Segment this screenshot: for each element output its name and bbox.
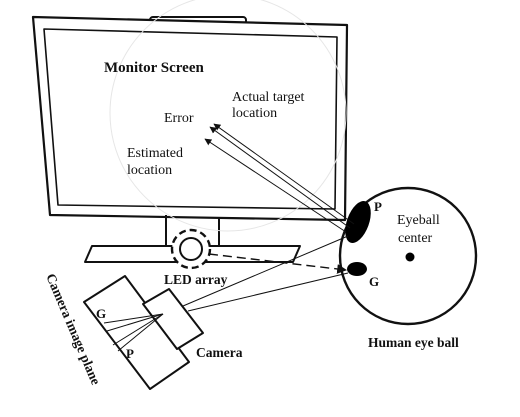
camera-image-plane xyxy=(83,275,190,390)
camera-body xyxy=(142,288,204,350)
proj-line-4 xyxy=(117,313,164,352)
gaze-line-estimated xyxy=(204,138,347,233)
label-eyeball-center-1: Eyeball xyxy=(397,213,440,228)
image-plane-rect xyxy=(83,275,190,390)
label-pupil-eye: P xyxy=(374,199,382,214)
eyeball xyxy=(338,186,478,326)
camera-rays xyxy=(182,235,349,312)
camera-lens-box xyxy=(142,288,204,350)
proj-line-2 xyxy=(106,313,164,332)
proj-line-3 xyxy=(112,313,164,346)
led-to-glint-dashed xyxy=(208,253,347,274)
monitor-inner-screen xyxy=(43,28,338,210)
monitor xyxy=(31,15,349,263)
label-camera: Camera xyxy=(196,345,243,360)
led-array-inner-ring xyxy=(179,237,203,261)
label-actual-target-1: Actual target xyxy=(232,90,305,105)
eyeball-center-dot xyxy=(405,252,415,262)
label-led-array: LED array xyxy=(164,272,228,287)
label-human-eye-ball: Human eye ball xyxy=(368,335,459,350)
label-glint-eye: G xyxy=(369,274,379,289)
label-error: Error xyxy=(164,111,194,126)
label-eyeball-center-2: center xyxy=(398,231,433,246)
led-array xyxy=(170,228,212,270)
gaze-line-actual xyxy=(213,123,355,225)
label-pupil-plane: P xyxy=(126,346,134,361)
ray-glint-to-camera xyxy=(187,272,349,312)
gaze-line-error xyxy=(209,126,351,229)
label-actual-target-2: location xyxy=(232,106,277,121)
proj-line-1 xyxy=(103,313,164,324)
faint-guide-circle xyxy=(109,0,347,232)
projection-lines xyxy=(103,313,164,352)
eye-pupil xyxy=(345,200,371,244)
label-estimated-2: location xyxy=(127,163,172,178)
label-camera-image-plane: Camera image plane xyxy=(43,271,103,387)
ray-pupil-to-camera xyxy=(182,235,349,307)
label-monitor-screen: Monitor Screen xyxy=(104,60,205,76)
gaze-lines xyxy=(204,123,355,233)
eye-glint xyxy=(347,262,367,276)
label-estimated-1: Estimated xyxy=(127,146,183,161)
label-glint-plane: G xyxy=(96,306,106,321)
